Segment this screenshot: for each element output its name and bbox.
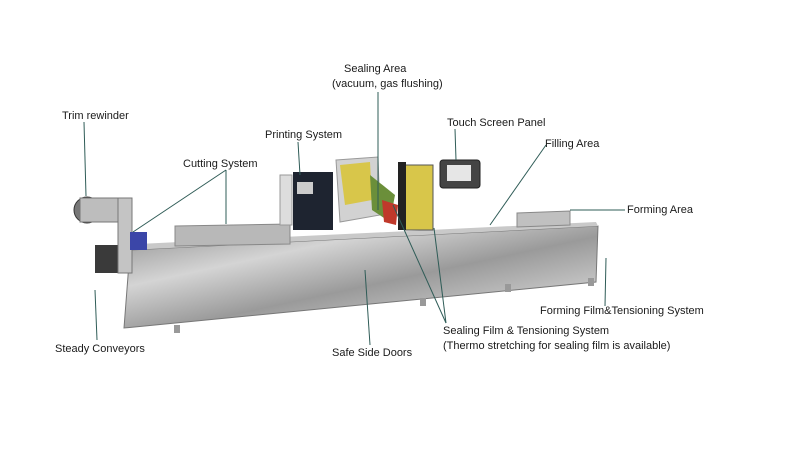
filling-column — [404, 164, 434, 231]
label-filling-area: Filling Area — [545, 138, 600, 150]
label-sealing-area: Sealing Area — [344, 63, 407, 75]
label-printing-system: Printing System — [265, 129, 343, 141]
label-cutting-system: Cutting System — [183, 158, 258, 170]
label-trim-rewinder: Trim rewinder — [62, 110, 129, 122]
printing-system — [293, 172, 333, 230]
label-forming-film: Forming Film&Tensioning System — [540, 305, 704, 317]
leader-lines — [83, 92, 625, 346]
label-sealing-film: Sealing Film & Tensioning System — [443, 325, 610, 337]
forming-area — [516, 210, 571, 228]
cutting-unit — [174, 223, 291, 247]
label-sealing-film-sub: (Thermo stretching for sealing film is a… — [443, 340, 671, 352]
blue-cutter-box — [130, 232, 147, 250]
label-steady-conveyors: Steady Conveyors — [55, 343, 145, 355]
machine-feet — [174, 278, 594, 333]
label-safe-side-doors: Safe Side Doors — [332, 347, 413, 359]
rewinder-post — [117, 197, 133, 274]
label-touch-screen-panel: Touch Screen Panel — [447, 117, 546, 129]
label-sealing-area-sub: (vacuum, gas flushing) — [332, 78, 443, 90]
label-forming-area: Forming Area — [627, 204, 694, 216]
